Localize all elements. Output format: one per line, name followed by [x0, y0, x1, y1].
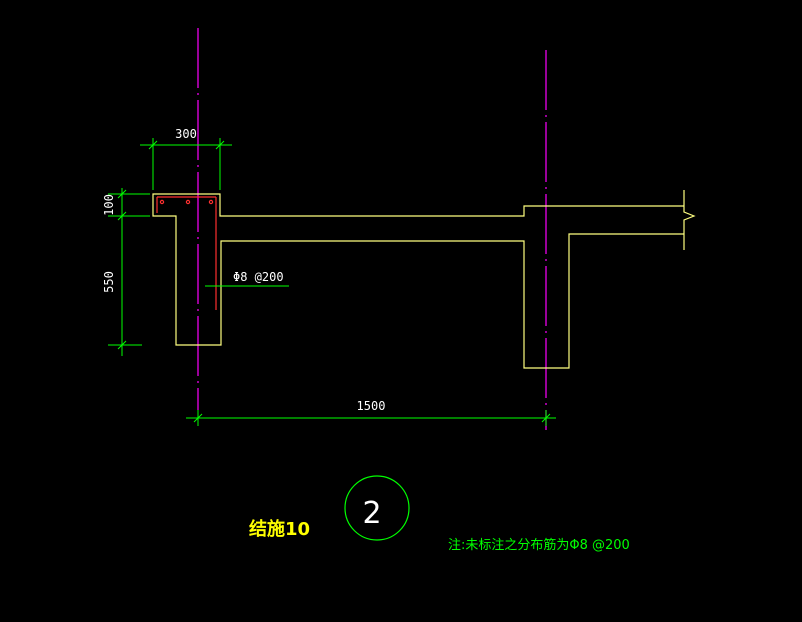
dimension-label-300: 300: [175, 127, 197, 141]
dimension-label-1500: 1500: [357, 399, 386, 413]
dimension-label-100: 100: [102, 194, 116, 216]
rebar-dot: [159, 199, 165, 205]
sheet-label: 结施10: [249, 518, 310, 540]
rebar-dot: [208, 199, 214, 205]
dimension-label-550: 550: [102, 271, 116, 293]
rebar-group: [156, 196, 217, 310]
dimension-lines: [108, 138, 556, 426]
section-outline: [152, 190, 696, 369]
distribution-rebar-note: 注:未标注之分布筋为Φ8 @200: [448, 537, 630, 553]
rebar-label: Φ8 @200: [233, 270, 284, 284]
rebar-dot: [185, 199, 191, 205]
break-line: [683, 190, 696, 250]
detail-marker-circle: [344, 475, 410, 541]
detail-number: 2: [362, 496, 381, 531]
